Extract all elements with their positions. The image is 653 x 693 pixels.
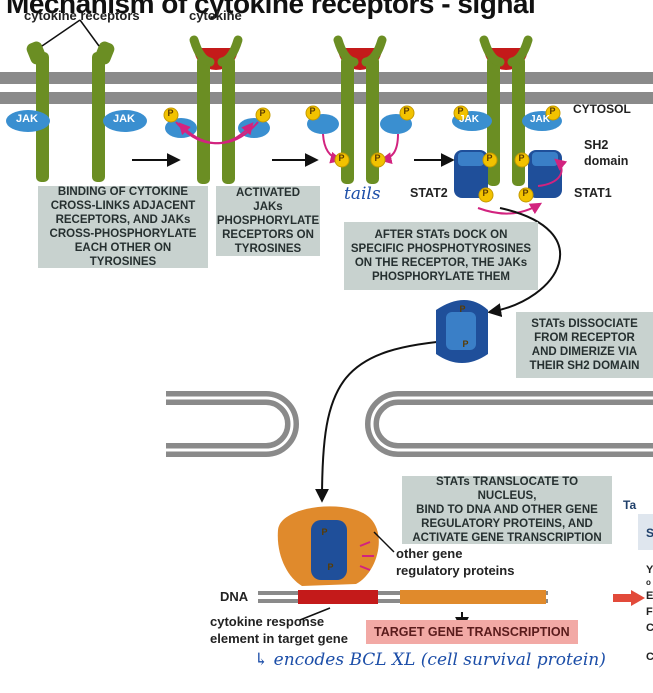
step2-line-1: ACTIVATED JAKs <box>235 187 301 213</box>
step-arrows <box>132 153 562 503</box>
side-table-row-y: Y <box>646 564 653 576</box>
step-box-2: ACTIVATED JAKs PHOSPHORYLATE RECEPTORS O… <box>216 186 320 256</box>
side-table-row-f: F <box>646 606 653 618</box>
handwritten-encodes-bcl-xl: ↳ encodes BCL XL (cell survival protein) <box>254 650 606 670</box>
phosphate-label-13: P <box>459 304 466 314</box>
jak-label-2: JAK <box>113 113 136 125</box>
cytokine-receptors-label: cytokine receptors <box>24 8 140 23</box>
phosphate-label-16: P <box>327 562 334 572</box>
other-gene-label: other gene <box>396 546 463 561</box>
step1-line-3: RECEPTORS, AND JAKs <box>55 214 191 226</box>
step5-line-4: ACTIVATE GENE TRANSCRIPTION <box>412 532 602 544</box>
step4-line-1: STATs DISSOCIATE <box>531 318 638 330</box>
step3-line-3: ON THE RECEPTOR, THE JAKs <box>354 257 528 269</box>
stat-pair-docked <box>454 150 568 215</box>
title-main: Mechanism of cytokine receptors - signal <box>6 0 536 19</box>
step-box-1: BINDING OF CYTOKINE CROSS-LINKS ADJACENT… <box>38 186 208 268</box>
step2-line-3: RECEPTORS ON <box>222 229 314 241</box>
regulatory-proteins-label: regulatory proteins <box>396 563 515 578</box>
red-pointer-arrow <box>613 590 645 606</box>
dna-label: DNA <box>220 589 249 604</box>
step2-line-4: TYROSINES <box>234 243 302 255</box>
dna-strand <box>258 590 548 631</box>
step5-line-3: REGULATORY PROTEINS, AND <box>421 518 593 530</box>
step3-line-2: SPECIFIC PHOSPHOTYROSINES <box>350 243 532 255</box>
step1-line-1: BINDING OF CYTOKINE <box>57 186 189 198</box>
step1-line-5: EACH OTHER ON TYROSINES <box>74 242 172 268</box>
phosphate-label-15: P <box>321 527 328 537</box>
receptor-pair-1 <box>26 41 115 182</box>
stat2-label: STAT2 <box>410 186 448 200</box>
phosphate-label-9: P <box>486 153 493 163</box>
step2-line-2: PHOSPHORYLATE <box>216 215 320 227</box>
receptor-pair-3 <box>333 35 387 184</box>
step3-line-4: PHOSPHORYLATE THEM <box>371 271 510 283</box>
stat1-label: STAT1 <box>574 186 612 200</box>
side-table-row-s: S <box>646 526 653 540</box>
phosphate-label-2: P <box>259 108 266 118</box>
side-table-row-e: E <box>646 590 653 602</box>
plasma-membrane <box>0 72 653 104</box>
jak-label-4: JAK <box>530 114 551 125</box>
step1-line-2: CROSS-LINKS ADJACENT <box>50 200 196 212</box>
cytosol-label: CYTOSOL <box>573 102 631 116</box>
jak-pair-3 <box>307 114 412 164</box>
step-box-5: STATs TRANSLOCATE TO NUCLEUS, BIND TO DN… <box>402 476 612 544</box>
stat-dimer <box>436 300 488 363</box>
phosphate-label-5: P <box>338 153 345 163</box>
nuclear-envelope-inner <box>166 396 653 452</box>
phosphate-label-4: P <box>403 106 410 116</box>
receptor-pair-2 <box>189 35 243 184</box>
side-table-header-bg <box>638 514 653 550</box>
step4-line-4: THEIR SH2 DOMAIN <box>529 360 640 372</box>
phosphate-label-8: P <box>549 106 556 116</box>
cre-label-2: element in target gene <box>210 631 348 646</box>
domain-label: domain <box>584 154 629 168</box>
step-box-3: AFTER STATs DOCK ON SPECIFIC PHOSPHOTYRO… <box>344 222 538 290</box>
nuclear-envelope <box>166 391 653 457</box>
phosphate-label-10: P <box>518 153 525 163</box>
sh2-label: SH2 <box>584 138 609 152</box>
phosphate-label-12: P <box>522 188 529 198</box>
step3-line-1: AFTER STATs DOCK ON <box>374 229 508 241</box>
side-table-row-c2: C <box>646 651 653 663</box>
phosphate-label-1: P <box>167 108 174 118</box>
cytokine-label: cytokine <box>189 8 242 23</box>
phosphate-label-3: P <box>309 106 316 116</box>
phosphate-label-7: P <box>457 106 464 116</box>
step4-line-2: FROM RECEPTOR <box>534 332 635 344</box>
target-gene-transcription: TARGET GENE TRANSCRIPTION <box>366 620 578 644</box>
regulatory-complex <box>277 506 395 586</box>
phosphate-label-11: P <box>482 188 489 198</box>
jak-label-3: JAK <box>459 114 480 125</box>
step5-line-1: STATs TRANSLOCATE TO NUCLEUS, <box>435 476 579 502</box>
page-title: Mechanism of cytokine receptors - signal <box>6 0 536 20</box>
cre-label-1: cytokine response <box>210 614 325 629</box>
step4-line-3: AND DIMERIZE VIA <box>531 346 638 358</box>
phosphate-label-6: P <box>374 153 381 163</box>
phosphate-label-14: P <box>462 339 469 349</box>
step-box-4: STATs DISSOCIATE FROM RECEPTOR AND DIMER… <box>516 312 653 378</box>
jak-label-1: JAK <box>16 113 39 125</box>
side-table-row-c: C <box>646 622 653 634</box>
jak-pair-2 <box>165 118 270 145</box>
jak-pair-1 <box>6 110 147 132</box>
step1-line-4: CROSS-PHOSPHORYLATE <box>49 228 197 240</box>
step5-line-2: BIND TO DNA AND OTHER GENE <box>416 504 598 516</box>
side-table-row-o: o <box>646 578 651 587</box>
handwritten-tails: tails <box>344 184 381 204</box>
side-table-header: Ta <box>623 498 637 512</box>
